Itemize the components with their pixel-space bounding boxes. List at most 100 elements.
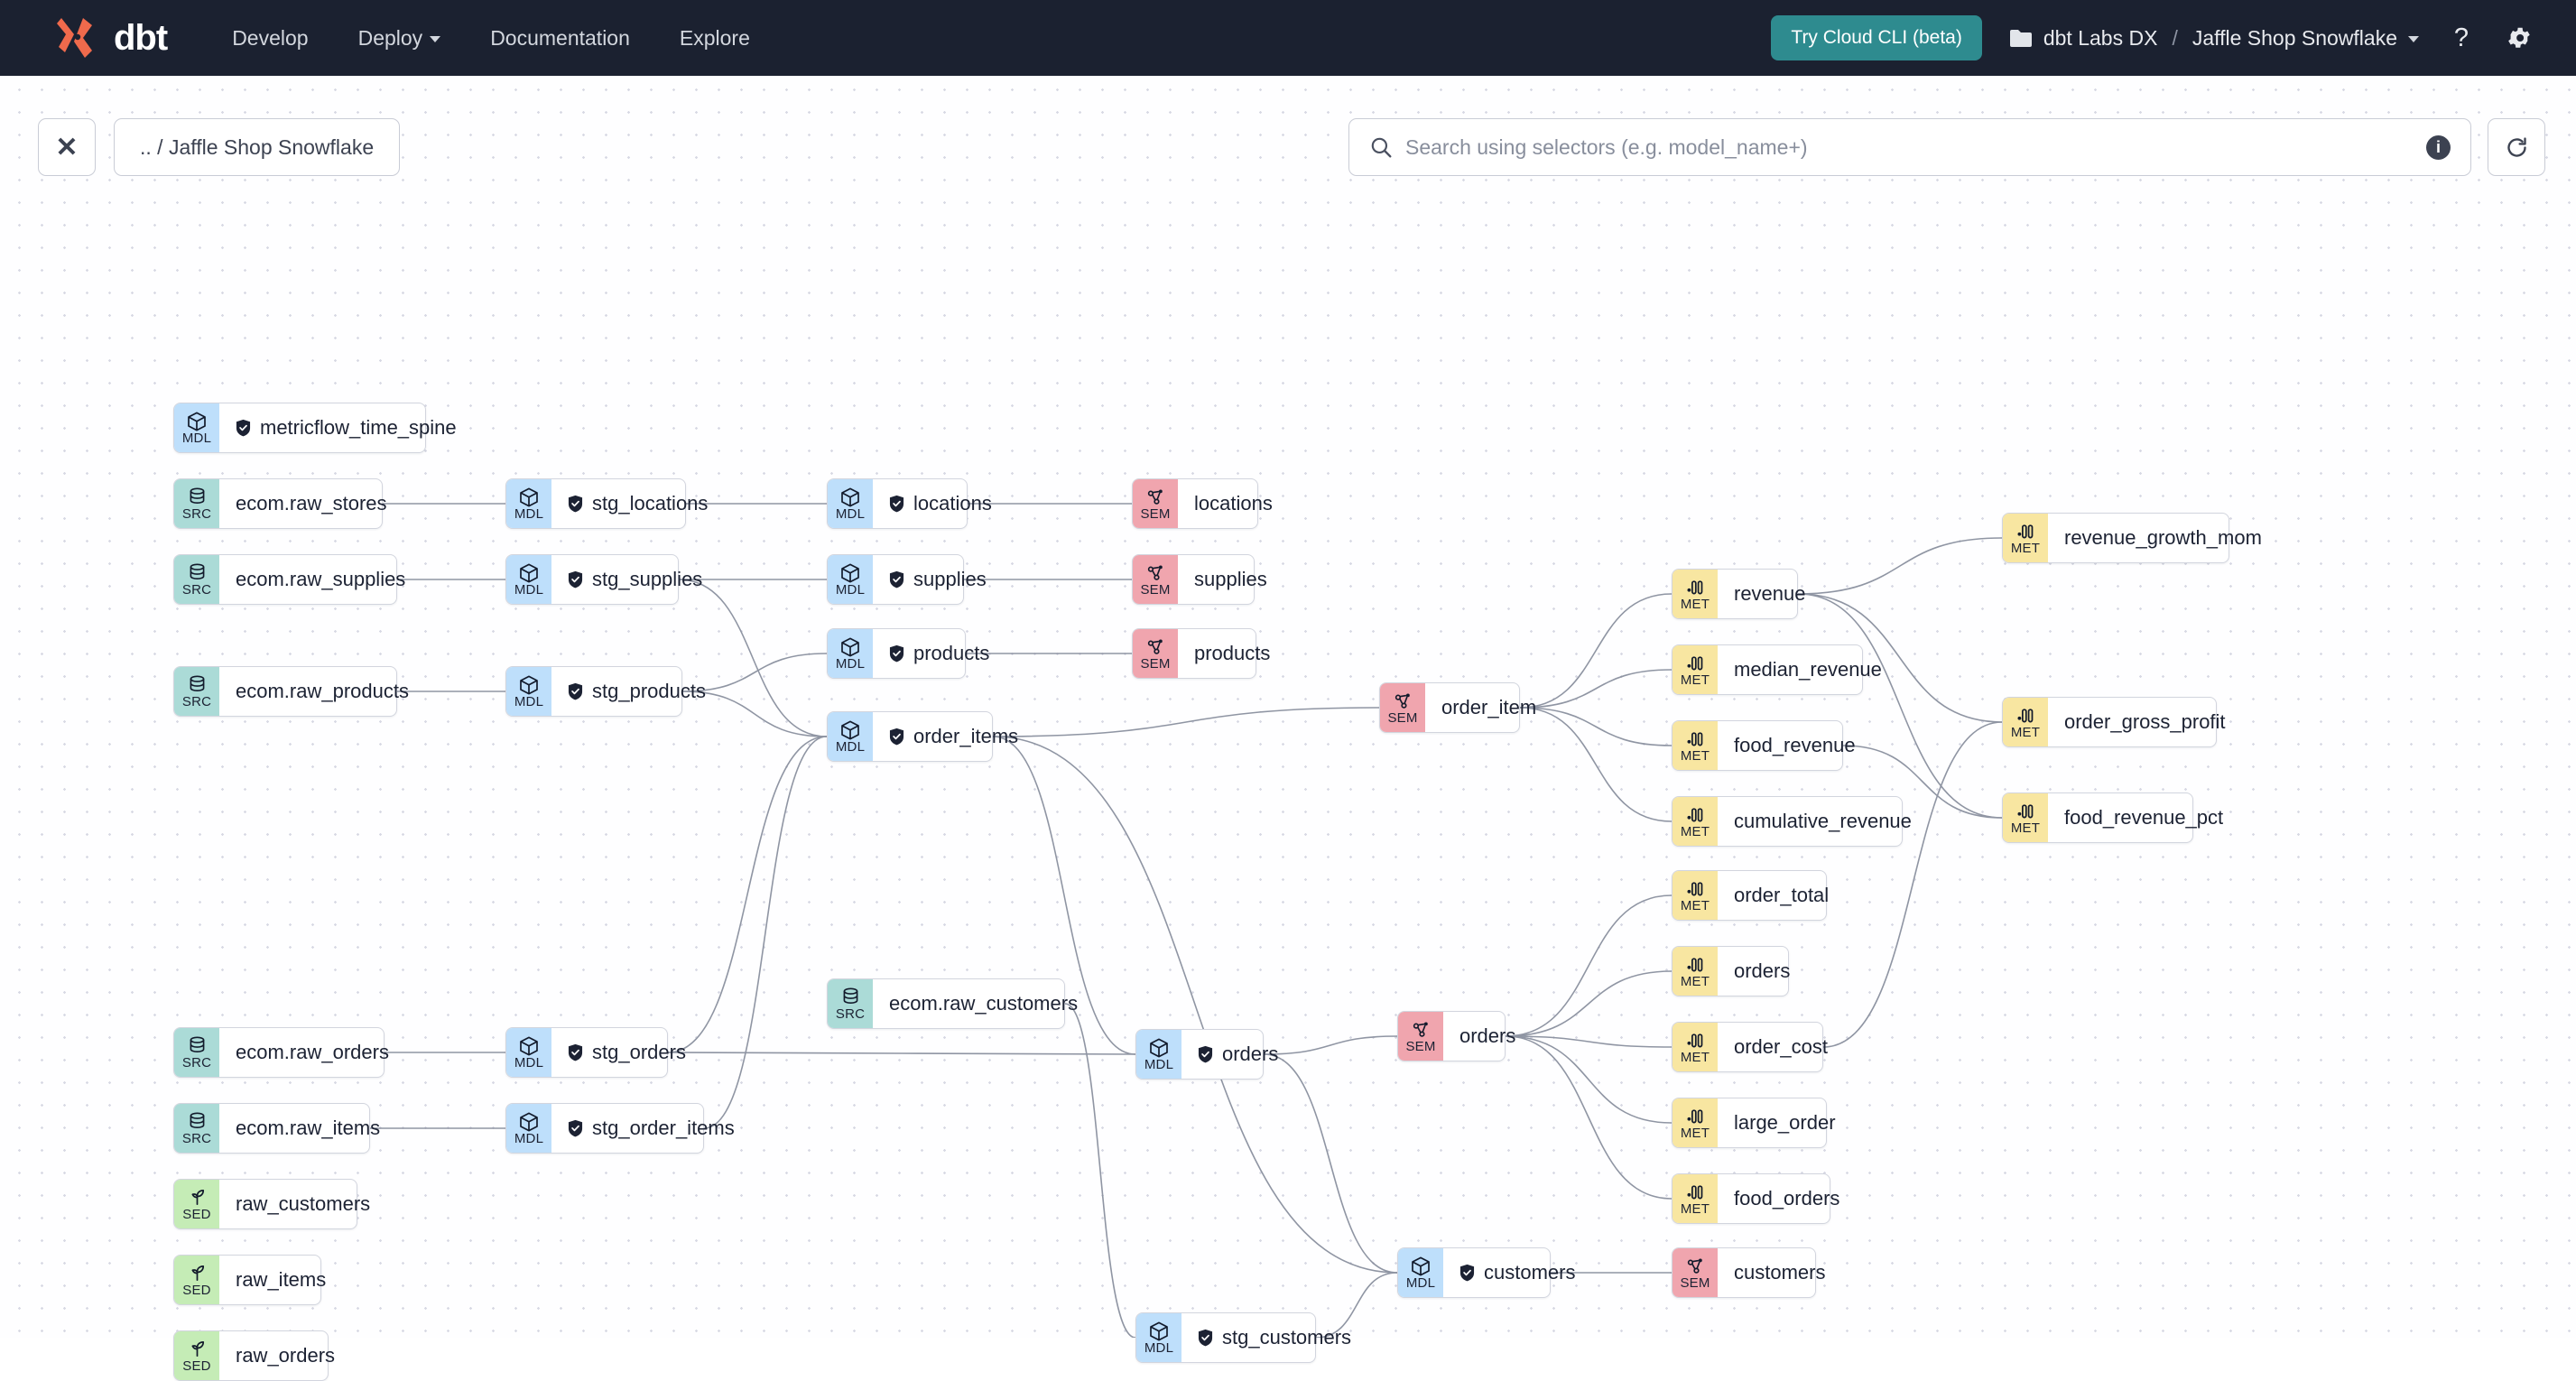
graph-nodes-icon xyxy=(1145,563,1166,583)
account-name[interactable]: dbt Labs DX xyxy=(2043,25,2158,50)
node-type-badge-semantic-model: SEM xyxy=(1398,1012,1443,1061)
database-icon xyxy=(187,1036,208,1056)
help-icon[interactable]: ? xyxy=(2453,23,2469,52)
try-cloud-cli-button[interactable]: Try Cloud CLI (beta) xyxy=(1771,15,1982,60)
database-icon xyxy=(187,487,208,507)
project-selector[interactable]: Jaffle Shop Snowflake xyxy=(2192,26,2419,51)
node-type-badge-semantic-model: SEM xyxy=(1133,479,1178,528)
node-label: median_revenue xyxy=(1734,658,1882,681)
nav-link-documentation[interactable]: Documentation xyxy=(490,26,630,51)
bar-chart-icon xyxy=(2015,706,2036,726)
node-type-label: SEM xyxy=(1140,505,1171,522)
shield-check-icon xyxy=(568,682,583,700)
node-label: customers xyxy=(1734,1261,1826,1284)
search-input[interactable] xyxy=(1405,134,2426,160)
node-label: stg_orders xyxy=(592,1041,686,1063)
node-type-badge-metric: MET xyxy=(1673,1098,1718,1147)
node-type-badge-model: MDL xyxy=(1136,1313,1181,1362)
bar-chart-icon xyxy=(1685,1182,1706,1202)
node-body: stg_customers xyxy=(1181,1313,1369,1362)
lineage-edge-order_items_mdl-to-order_item_sem xyxy=(992,707,1380,737)
node-label: ecom.raw_items xyxy=(236,1117,381,1139)
database-icon xyxy=(187,563,208,583)
nav-link-develop[interactable]: Develop xyxy=(232,26,308,51)
lineage-edge-revenue-to-revenue_growth_mom xyxy=(1797,537,2003,595)
node-type-label: MET xyxy=(1680,823,1710,839)
shield-check-icon xyxy=(889,495,904,513)
info-icon[interactable]: i xyxy=(2426,134,2451,160)
dbt-logo[interactable]: dbt xyxy=(56,14,168,61)
lineage-canvas[interactable]: ✕ .. / Jaffle Shop Snowflake i MDLmetric… xyxy=(0,76,2576,1381)
node-label: raw_items xyxy=(236,1268,327,1291)
node-label: stg_products xyxy=(592,680,706,702)
graph-nodes-icon xyxy=(1685,1256,1706,1276)
node-body: raw_items xyxy=(219,1256,344,1304)
node-body: revenue xyxy=(1718,570,1824,618)
seedling-icon xyxy=(187,1264,208,1284)
node-body: metricflow_time_spine xyxy=(219,403,475,452)
gear-icon[interactable] xyxy=(2504,23,2534,53)
bar-chart-icon xyxy=(1685,653,1706,673)
node-type-badge-metric: MET xyxy=(1673,570,1718,618)
selector-search-box[interactable]: i xyxy=(1348,118,2471,176)
node-label: order_gross_profit xyxy=(2064,710,2226,733)
lineage-breadcrumb-button[interactable]: .. / Jaffle Shop Snowflake xyxy=(114,118,401,176)
lineage-node-stg_orders[interactable]: MDL stg_orders xyxy=(505,1027,686,1078)
node-type-label: MDL xyxy=(514,1054,544,1071)
shield-check-icon xyxy=(236,419,251,437)
node-type-badge-metric: MET xyxy=(1673,1023,1718,1071)
node-type-badge-semantic-model: SEM xyxy=(1133,555,1178,604)
nav-link-deploy[interactable]: Deploy xyxy=(358,26,441,51)
graph-nodes-icon xyxy=(1411,1020,1432,1040)
nav-link-explore[interactable]: Explore xyxy=(680,26,750,51)
lineage-edge-orders_mdl-to-customers_mdl xyxy=(1263,1053,1398,1274)
node-body: order_cost xyxy=(1718,1023,1846,1071)
refresh-button[interactable] xyxy=(2488,118,2545,176)
node-label: raw_orders xyxy=(236,1344,336,1367)
shield-check-icon xyxy=(889,570,904,589)
node-type-label: MDL xyxy=(835,738,866,755)
node-type-label: MDL xyxy=(835,581,866,598)
close-lineage-button[interactable]: ✕ xyxy=(38,118,96,176)
